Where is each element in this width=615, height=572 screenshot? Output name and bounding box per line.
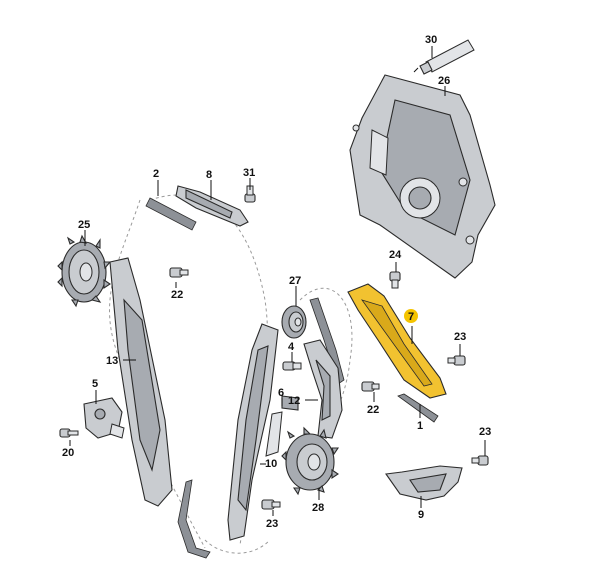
callout-22-right: 22	[367, 404, 379, 416]
tensioner-rail	[109, 257, 173, 507]
chain-segment-upper	[145, 197, 197, 231]
bolt-22-left	[169, 267, 189, 278]
leader-lines	[69, 46, 486, 516]
callout-4: 4	[288, 341, 295, 353]
callout-23-lower: 23	[479, 426, 491, 438]
guide-rail-middle	[303, 339, 343, 439]
callout-12: 12	[288, 395, 300, 407]
callout-23: 23	[266, 518, 278, 530]
upper-chain-guide	[175, 185, 249, 227]
callout-13: 13	[106, 355, 118, 367]
chain-tensioner	[83, 397, 125, 439]
callout-31: 31	[243, 167, 255, 179]
tensioner-block	[385, 465, 463, 501]
callout-20: 20	[62, 447, 74, 459]
callout-22: 22	[171, 289, 183, 301]
chain-segment-lower	[177, 479, 211, 559]
callout-2: 2	[153, 168, 159, 180]
bolt-22-right	[361, 381, 380, 392]
callout-7-badge	[404, 309, 418, 323]
callout-8: 8	[206, 169, 212, 181]
camshaft-sprocket	[57, 234, 112, 308]
intermediate-sprocket	[281, 305, 307, 339]
slide-pad	[265, 395, 299, 457]
callout-9: 9	[418, 509, 424, 521]
bolt-23-mid-right	[447, 355, 466, 366]
callout-10: 10	[265, 458, 277, 470]
bolt-20	[59, 428, 79, 438]
crankshaft-sprocket	[281, 426, 340, 496]
guide-rail-long	[227, 323, 279, 541]
highlighted-guide-rail	[347, 283, 447, 399]
callout-28: 28	[312, 502, 324, 514]
callout-27: 27	[289, 275, 301, 287]
chain-segment-right	[397, 393, 439, 423]
callout-30: 30	[425, 34, 437, 46]
callout-7: 7	[408, 311, 414, 323]
callout-6: 6	[278, 387, 284, 399]
bolt-23-lower-right	[471, 455, 489, 466]
callout-labels: 2 8 31 25 22 13 5 20 27 4 6 12 10 28 23 …	[62, 34, 491, 530]
timing-cover	[349, 74, 496, 279]
callout-26: 26	[438, 75, 450, 87]
callout-23-mid: 23	[454, 331, 466, 343]
sealant-tube	[413, 39, 475, 75]
callout-24: 24	[389, 249, 402, 261]
pin-4	[282, 361, 302, 371]
bolt-24	[389, 271, 401, 289]
bolt-31	[244, 185, 256, 203]
callout-1: 1	[417, 420, 423, 432]
bolt-23-bottom	[261, 499, 281, 510]
callout-5: 5	[92, 378, 98, 390]
callout-25: 25	[78, 219, 90, 231]
chain-segment-middle	[309, 297, 345, 385]
